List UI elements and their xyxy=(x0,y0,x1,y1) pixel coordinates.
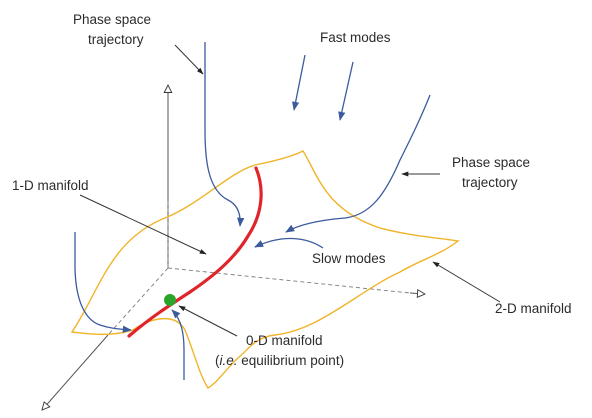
equilibrium-open-paren: ( xyxy=(215,353,220,368)
trajectory-bottom xyxy=(171,309,185,380)
trajectory-left xyxy=(74,232,132,333)
leader-phase-traj-top xyxy=(174,44,204,75)
leader-1d-manifold xyxy=(79,194,207,255)
label-equilibrium-point: (i.e. equilibrium point) xyxy=(215,353,344,368)
manifold-2d-outline xyxy=(70,150,460,389)
y-axis xyxy=(42,334,109,410)
x-axis xyxy=(409,293,425,294)
y-axis-hidden xyxy=(107,267,169,336)
trajectories xyxy=(74,42,431,380)
equilibrium-ie: i.e. xyxy=(220,353,238,368)
leader-0d-manifold xyxy=(178,305,238,337)
equilibrium-rest: equilibrium point) xyxy=(238,353,345,368)
leader-2d-manifold xyxy=(432,261,501,303)
label-phase-traj-top-line2: trajectory xyxy=(88,32,144,47)
label-phase-traj-right-line2: trajectory xyxy=(462,175,518,190)
x-axis-hidden xyxy=(167,267,411,294)
leader-lines xyxy=(79,44,501,337)
slow-mode-arrow xyxy=(254,237,324,249)
label-1d-manifold: 1-D manifold xyxy=(12,178,89,193)
label-0d-manifold: 0-D manifold xyxy=(246,333,323,348)
axes xyxy=(42,85,425,410)
label-phase-traj-right-line1: Phase space xyxy=(452,155,530,170)
fast-mode-arrow-1 xyxy=(292,54,306,111)
fast-mode-arrow-2 xyxy=(338,61,354,121)
labels: Phase space trajectory Fast modes Phase … xyxy=(12,12,572,368)
label-phase-traj-top-line1: Phase space xyxy=(73,12,151,27)
label-fast-modes: Fast modes xyxy=(320,30,391,45)
trajectory-top xyxy=(204,42,245,227)
manifold-1d-curve xyxy=(127,166,263,338)
label-slow-modes: Slow modes xyxy=(312,251,386,266)
label-2d-manifold: 2-D manifold xyxy=(495,301,572,316)
equilibrium-point xyxy=(164,294,176,306)
trajectory-right xyxy=(285,94,431,233)
